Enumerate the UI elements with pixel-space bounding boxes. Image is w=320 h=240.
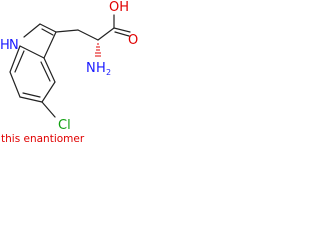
bond-ring-1 <box>9 45 21 73</box>
enantiomer-caption: this enantiomer <box>1 133 85 144</box>
atom-label-amine-nitrogen: N <box>86 61 96 76</box>
bond-cbeta-calpha <box>77 29 99 41</box>
bond-ring-to-cl <box>41 101 56 118</box>
bond-n1-c2 <box>23 23 41 38</box>
bond-ring-6 <box>19 45 45 59</box>
bond-ring-5-inner <box>40 61 51 82</box>
atom-label-hydroxyl: OH <box>109 0 129 15</box>
atom-label-amine-subscript: 2 <box>106 68 111 77</box>
bond-ring-1-inner <box>14 50 25 73</box>
stereo-hash-bond <box>95 43 101 57</box>
bond-ring-2 <box>9 71 21 98</box>
bond-ring-3-inner <box>22 92 41 98</box>
structure-diagram: OH O H N N H 2 Cl this enantiomer <box>0 0 138 144</box>
bond-ring-3 <box>19 96 43 103</box>
bond-ring-4 <box>41 81 56 103</box>
atom-label-indole-nitrogen: N <box>9 38 19 53</box>
bond-group <box>9 14 131 118</box>
atom-label-chlorine: Cl <box>58 118 71 133</box>
atom-label-indole-hydrogen: H <box>0 38 10 53</box>
bond-calpha-ccarboxyl <box>97 27 115 41</box>
bond-c2-c3 <box>39 23 57 33</box>
bond-ring-5 <box>43 57 56 83</box>
bond-c-o-double-a <box>113 27 131 33</box>
molecule-canvas: OH O H N N H 2 Cl this enantiomer <box>0 0 141 144</box>
bond-c2-c3-inner <box>41 28 54 36</box>
atom-label-carbonyl-oxygen: O <box>128 33 138 48</box>
bond-c3-c3a <box>43 31 57 59</box>
atom-label-amine-hydrogen: H <box>96 61 106 76</box>
bond-c3-cbeta <box>55 29 79 33</box>
bond-c-o-double-b <box>114 31 130 37</box>
